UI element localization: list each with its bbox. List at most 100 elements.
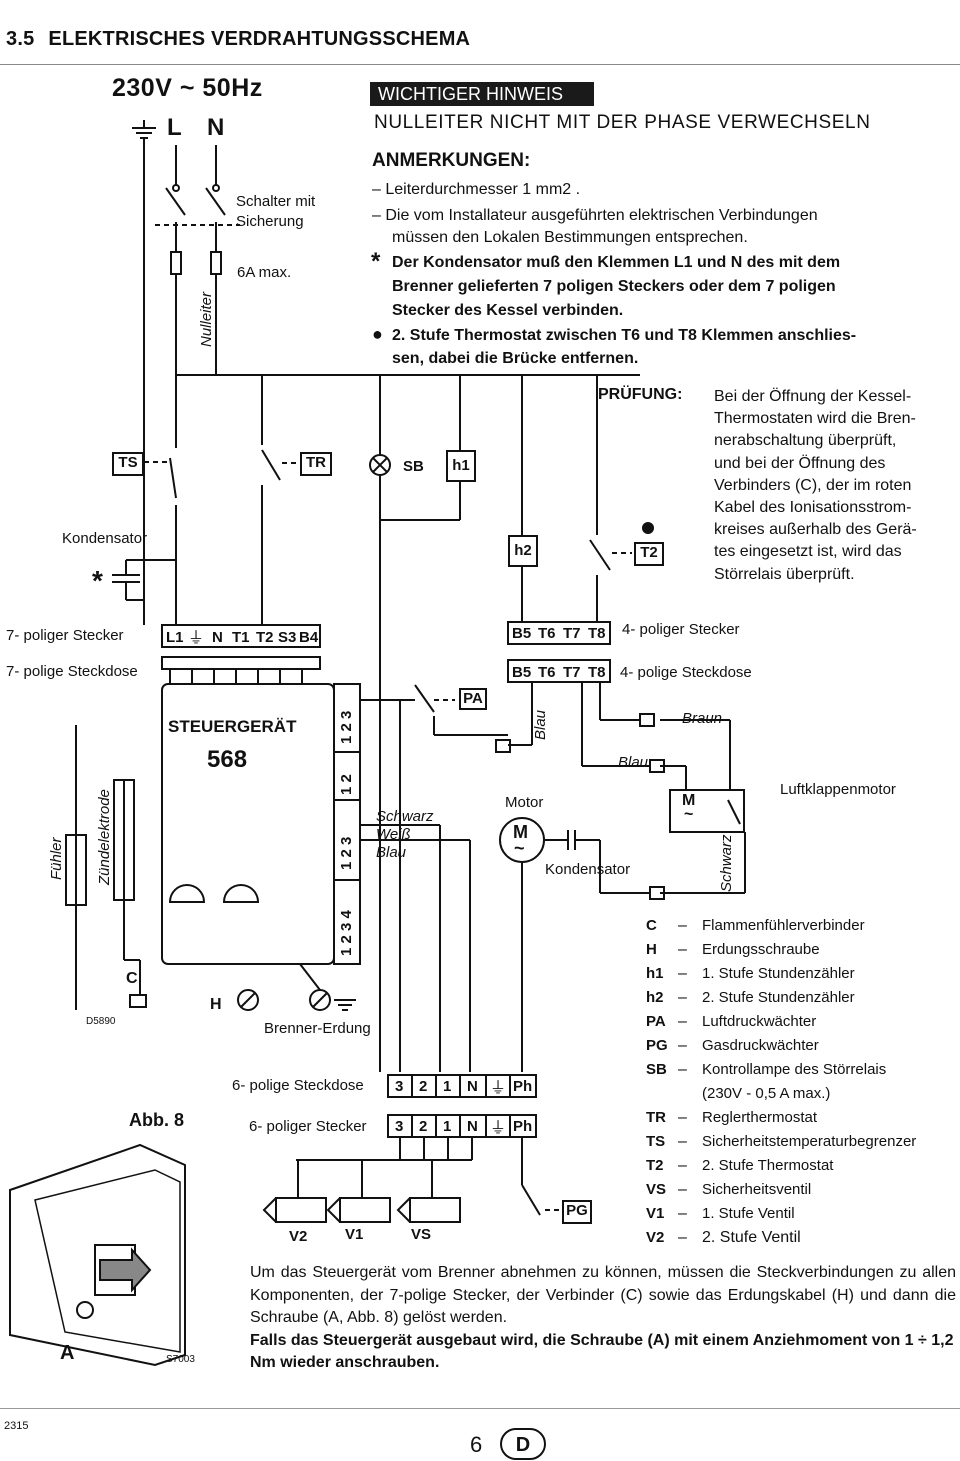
pin7-L1: L1 xyxy=(166,629,184,646)
supply-tilde: ~ xyxy=(179,74,195,102)
legend-key: V1 xyxy=(646,1205,665,1222)
legend-value: Gasdruckwächter xyxy=(702,1037,819,1054)
note-1: – Leiterdurchmesser 1 mm2 . xyxy=(372,181,581,198)
component-SB: SB xyxy=(403,458,424,475)
pin6-3: 3 xyxy=(395,1078,404,1095)
pruefung-line: und bei der Öffnung des xyxy=(714,454,886,472)
legend-key: TR xyxy=(646,1109,666,1126)
zuendelektrode-label: Zündelektrode xyxy=(96,789,113,885)
terminal-group-3: 1 2 3 xyxy=(338,836,355,870)
earth-pin6s-icon: ⏚ xyxy=(490,1120,507,1137)
legend-value: 2. Stufe Ventil xyxy=(702,1229,801,1246)
legend-value: Sicherheitsventil xyxy=(702,1181,812,1198)
steckdose6-label: 6- polige Steckdose xyxy=(232,1077,364,1094)
legend-key: PG xyxy=(646,1037,668,1054)
terminal-group-4: 1 2 3 4 xyxy=(338,910,355,956)
stecker6-label: 6- poliger Stecker xyxy=(249,1118,367,1135)
unit-name: STEUERGERÄT xyxy=(168,717,297,736)
wire-weiss: Weiß xyxy=(376,826,411,843)
pin4s-B5: B5 xyxy=(512,664,532,681)
pruefung-line: tes eingesetzt ist, wird das xyxy=(714,543,902,561)
luftklappe-tilde: ~ xyxy=(684,806,694,823)
component-PG: PG xyxy=(562,1200,592,1224)
component-PA: PA xyxy=(459,688,487,710)
pin6s-3: 3 xyxy=(395,1118,404,1135)
brenner-erdung-label: Brenner-Erdung xyxy=(264,1020,371,1037)
warning-text: NULLEITER NICHT MIT DER PHASE VERWECHSEL… xyxy=(374,112,871,133)
fuse-rating: 6A max. xyxy=(237,264,292,281)
page-number: 6 xyxy=(470,1432,483,1457)
fuehler-label: Fühler xyxy=(48,837,65,880)
legend-value: 1. Stufe Stundenzähler xyxy=(702,965,855,982)
legend-value: Sicherheitstemperaturbegrenzer xyxy=(702,1133,917,1150)
legend-key: V2 xyxy=(646,1229,665,1246)
supply-rating: 230V ~ 50Hz xyxy=(112,74,263,103)
pin6s-2: 2 xyxy=(419,1118,428,1135)
terminal-group-1: 1 2 3 xyxy=(338,710,355,744)
wire-braun: Braun xyxy=(682,710,723,727)
footer-rule xyxy=(0,1408,960,1409)
pruefung-line: Störrelais überprüft. xyxy=(714,565,855,583)
steckdose7-label: 7- polige Steckdose xyxy=(6,663,138,680)
doc-code: 2315 xyxy=(4,1420,29,1432)
label-N: N xyxy=(207,114,225,141)
legend-key: h2 xyxy=(646,989,664,1006)
removal-paragraph: Um das Steuergerät vom Brenner abnehmen … xyxy=(250,1264,956,1326)
switch-note-2: Sicherung xyxy=(236,213,304,230)
star-icon: * xyxy=(371,248,381,275)
legend-key: T2 xyxy=(646,1157,664,1174)
legend-key: SB xyxy=(646,1061,667,1078)
motor-M: M xyxy=(513,822,528,842)
pin7-B4: B4 xyxy=(299,629,319,646)
kondensator-label: Kondensator xyxy=(62,530,148,547)
pruefung-label: PRÜFUNG: xyxy=(598,386,683,403)
component-TS: TS xyxy=(112,452,144,476)
motor-label: Motor xyxy=(505,794,544,811)
pruefung-line: Verbinders (C), der im roten xyxy=(714,476,912,494)
warning-title: WICHTIGER HINWEIS xyxy=(370,82,594,106)
pin7-N: N xyxy=(212,629,223,646)
component-T2: T2 xyxy=(634,542,664,566)
legend-value: 1. Stufe Ventil xyxy=(702,1205,795,1222)
note-4a: 2. Stufe Thermostat zwischen T6 und T8 K… xyxy=(392,327,857,344)
pin6-N: N xyxy=(467,1078,478,1095)
pin6-Ph: Ph xyxy=(513,1078,533,1095)
pruefung-line: kreises außerhalb des Gerä- xyxy=(714,521,917,539)
motor-kondensator-label: Kondensator xyxy=(545,861,631,878)
pin4s-T7: T7 xyxy=(563,664,581,681)
legend-value: 2. Stufe Thermostat xyxy=(702,1157,834,1174)
unit-number: 568 xyxy=(207,746,248,773)
pin4-T8: T8 xyxy=(588,625,606,642)
note-2a: – Die vom Installateur ausgeführten elek… xyxy=(372,207,818,224)
pin4s-T8: T8 xyxy=(588,664,606,681)
legend-key: PA xyxy=(646,1013,666,1030)
motor-tilde: ~ xyxy=(514,838,525,858)
luftklappenmotor-label: Luftklappenmotor xyxy=(780,781,896,798)
stecker7-label: 7- poliger Stecker xyxy=(6,627,124,644)
pruefung-line: Kabel des Ionisationsstrom- xyxy=(714,499,912,517)
figure-screw-A: A xyxy=(60,1342,75,1364)
pin6s-N: N xyxy=(467,1118,478,1135)
legend-key: TS xyxy=(646,1133,666,1150)
pin7-S3: S3 xyxy=(278,629,297,646)
legend-key: C xyxy=(646,917,657,934)
component-h1: h1 xyxy=(446,450,476,482)
figure-label: Abb. 8 xyxy=(129,1110,185,1130)
wire-blau: Blau xyxy=(376,844,407,861)
notes-heading: ANMERKUNGEN: xyxy=(372,150,531,171)
earth-pin-icon: ⏚ xyxy=(188,630,205,647)
legend-key: h1 xyxy=(646,965,664,982)
stecker4-label: 4- poliger Stecker xyxy=(622,621,740,638)
legend-value: Flammenfühlerverbinder xyxy=(702,917,865,934)
pin4s-T6: T6 xyxy=(538,664,556,681)
figure-code: S7003 xyxy=(166,1354,195,1365)
pin4-T6: T6 xyxy=(538,625,556,642)
reinstall-paragraph: Falls das Steuergerät ausgebaut wird, di… xyxy=(250,1331,954,1372)
diagram-code: D5890 xyxy=(86,1016,116,1027)
supply-voltage: 230V xyxy=(112,74,173,102)
legend-value: Kontrollampe des Störrelais xyxy=(702,1061,887,1078)
nulleiter-label: Nulleiter xyxy=(198,291,215,347)
component-h2: h2 xyxy=(508,535,538,567)
